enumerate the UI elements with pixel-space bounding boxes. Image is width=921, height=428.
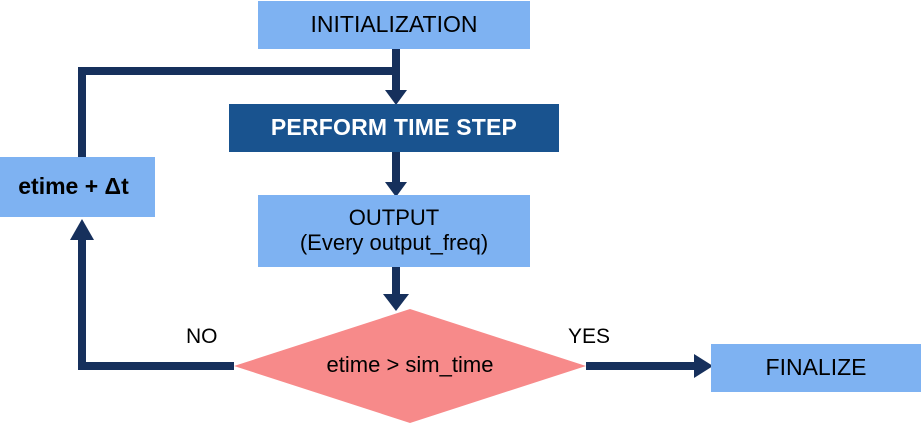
arrowhead-timestep-to-output (385, 182, 407, 197)
edge-label-yes: YES (568, 325, 611, 348)
node-etime-increment[interactable]: etime + Δt (0, 157, 155, 217)
node-finalize[interactable]: FINALIZE (711, 344, 921, 392)
node-perform-time-step-label: PERFORM TIME STEP (270, 114, 518, 141)
decision-diamond (234, 309, 586, 423)
arrowhead-no-into-etime (70, 219, 94, 240)
arrowhead-output-to-decision (383, 294, 409, 311)
node-initialization[interactable]: INITIALIZATION (258, 1, 530, 49)
arrowhead-yes-into-finalize (694, 354, 713, 378)
node-output-label-group: OUTPUT (Every output_freq) (300, 206, 488, 255)
node-initialization-label: INITIALIZATION (310, 11, 478, 38)
edge-label-no: NO (186, 325, 218, 348)
node-etime-increment-label: etime + Δt (18, 173, 129, 200)
node-finalize-label: FINALIZE (765, 354, 867, 381)
node-decision-label: etime > sim_time (326, 352, 494, 377)
node-output-label-line2: (Every output_freq) (299, 230, 489, 255)
arrowhead-init-to-timestep (385, 90, 407, 105)
node-output-label-line1: OUTPUT (348, 205, 440, 231)
node-perform-time-step[interactable]: PERFORM TIME STEP (229, 104, 559, 152)
node-output[interactable]: OUTPUT (Every output_freq) (258, 195, 530, 267)
